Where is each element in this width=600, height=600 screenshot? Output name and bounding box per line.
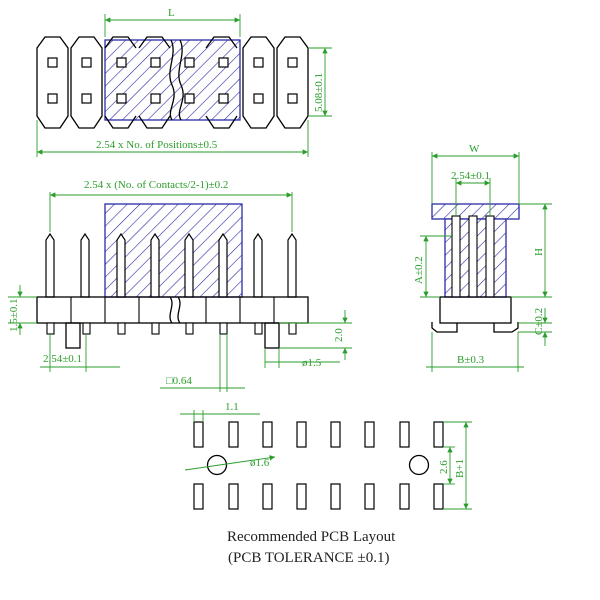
pin-label: □0.64 [166,375,192,387]
c-label: C±0.2 [533,308,545,335]
pcb-hole-left [206,454,228,476]
pcb-title: Recommended PCB Layout [227,529,396,545]
length-label: L [168,7,175,19]
tail-label: 2.0 [333,328,345,342]
offset-label: 1.5±0.1 [8,298,20,332]
pitch-label: 2.54±0.1 [43,353,82,365]
positions-label: 2.54 x No. of Positions±0.5 [96,139,218,151]
front-view: 2.54 x (No. of Contacts/2-1)±0.2 1.5±0.1… [8,179,352,392]
width-label: W [469,143,480,155]
top-view: L 5.08±0.1 2.54 x No. of Positions±0.5 [36,7,332,157]
top-pins [47,57,298,104]
pcb-subtitle: (PCB TOLERANCE ±0.1) [228,550,389,566]
contacts-label: 2.54 x (No. of Contacts/2-1)±0.2 [84,179,228,191]
side-pitch-label: 2.54±0.1 [451,170,490,182]
b-label: B±0.3 [457,354,485,366]
b-plus-label: B+1 [454,459,466,478]
height-label: 5.08±0.1 [313,73,325,112]
a-label: A±0.2 [413,256,425,284]
row-label: 2.6 [438,460,450,474]
post-label: ø1.5 [302,357,322,369]
h-label: H [533,248,545,256]
pcb-hole-right [408,454,430,476]
side-view: W 2.54±0.1 A±0.2 H C±0.2 B±0.3 [413,143,552,372]
hole-label: ø1.6 [250,457,270,469]
pcb-pads [193,421,444,510]
pad-label: 1.1 [225,401,239,413]
pcb-layout: 1.1 ø1.6 2.6 B+1 Recommended PCB Layout … [180,401,472,566]
